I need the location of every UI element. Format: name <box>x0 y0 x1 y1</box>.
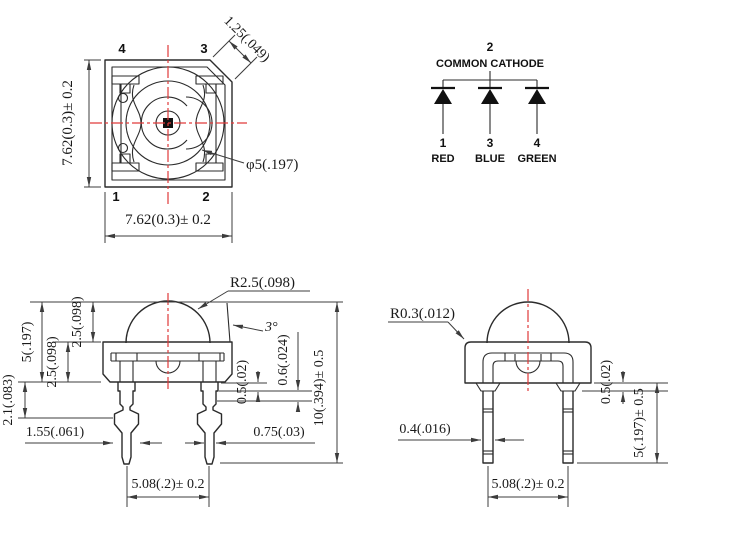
schematic-pin4-num: 4 <box>534 136 541 150</box>
package-outer-outline <box>104 59 233 188</box>
red-label: RED <box>431 153 454 165</box>
side-standoff-right <box>555 382 581 392</box>
side-dim-pitch-label: 5.08(.2)± 0.2 <box>491 477 564 492</box>
top-view: 4 3 1 2 7.62(0.3)± 0.2 7.62(0.3)± 0.2 1.… <box>60 14 298 243</box>
dome-radius-leader <box>197 290 310 310</box>
dim-package-width <box>104 192 233 243</box>
dim-dome-height-label: 2.5(.098) <box>70 296 85 348</box>
dim-lead-thickness-label: 0.4(.016) <box>399 422 451 437</box>
front-lead-left <box>113 382 140 465</box>
dim-corner-radius-label: R0.3(.012) <box>390 306 455 322</box>
dim-lead-wide-label: 1.55(.061) <box>26 425 85 440</box>
side-body-outline <box>464 341 592 384</box>
draft-angle-line <box>226 302 231 343</box>
front-body-inner <box>110 352 225 382</box>
front-extension-lines <box>18 301 343 507</box>
dim-lead-tip-label: 0.75(.03) <box>253 425 305 440</box>
dim-lens-leader <box>201 149 245 164</box>
green-label: GREEN <box>517 153 556 165</box>
package-inner-outline <box>111 66 226 181</box>
blue-label: BLUE <box>475 153 505 165</box>
schematic-wires <box>442 71 538 134</box>
dim-lens-label: φ5(.197) <box>246 157 298 173</box>
dim-notch-label: 0.6(.024) <box>276 334 291 386</box>
dim-standoff-label: 0.5(.02) <box>235 360 250 405</box>
side-lead-crimps <box>483 408 573 455</box>
side-view: R0.3(.012) 0.4(.016) 0.5(.02) 5(.197)± 0… <box>388 289 668 507</box>
dim-chamfer <box>212 34 258 80</box>
front-lead-right <box>196 382 223 465</box>
corner-radius-leader <box>388 321 465 340</box>
dim-chamfer-label: 1.25(.049) <box>221 14 273 66</box>
pin2-label: 2 <box>202 189 209 204</box>
side-dim-lead-length-label: 5(.197)± 0.5 <box>632 388 647 458</box>
top-view-centerlines <box>90 45 247 205</box>
pin3-label: 3 <box>200 41 207 56</box>
front-dim-pitch-label: 5.08(.2)± 0.2 <box>131 477 204 492</box>
front-body-outline <box>102 341 233 383</box>
pin4-label: 4 <box>118 41 126 56</box>
front-view: 5(.197) 2.5(.098) 2.5(.098) 2.1(.083) 1.… <box>1 275 343 507</box>
dim-package-width-label: 7.62(0.3)± 0.2 <box>125 212 211 228</box>
schematic-pin1-num: 1 <box>440 136 447 150</box>
schematic-pin3-num: 3 <box>487 136 494 150</box>
side-dome-outline <box>486 301 570 344</box>
side-leads <box>482 391 574 464</box>
dim-lead-length-label: 10(.394)± 0.5 <box>312 350 327 427</box>
draft-angle-leader <box>232 324 264 332</box>
dim-package-height <box>84 59 101 188</box>
dim-body-height-label: 2.5(.098) <box>45 336 60 388</box>
dim-draft-angle-label: 3° <box>264 320 278 335</box>
dim-package-height-label: 7.62(0.3)± 0.2 <box>60 80 76 166</box>
side-dim-standoff-label: 0.5(.02) <box>599 360 614 405</box>
dim-shoulder-label: 2.1(.083) <box>1 374 16 426</box>
dim-total-height-label: 5(.197) <box>20 321 35 362</box>
schematic-pin2-label: 2 <box>487 40 494 54</box>
common-cathode-label: COMMON CATHODE <box>436 58 544 70</box>
schematic: 2 COMMON CATHODE 1 3 4 RED BLUE GREEN <box>431 40 557 165</box>
front-dim-lines-left <box>22 302 96 418</box>
diode-symbols <box>431 86 549 104</box>
pin1-label: 1 <box>112 189 119 204</box>
dim-dome-radius-label: R2.5(.098) <box>230 275 295 291</box>
side-standoff-left <box>475 382 501 392</box>
